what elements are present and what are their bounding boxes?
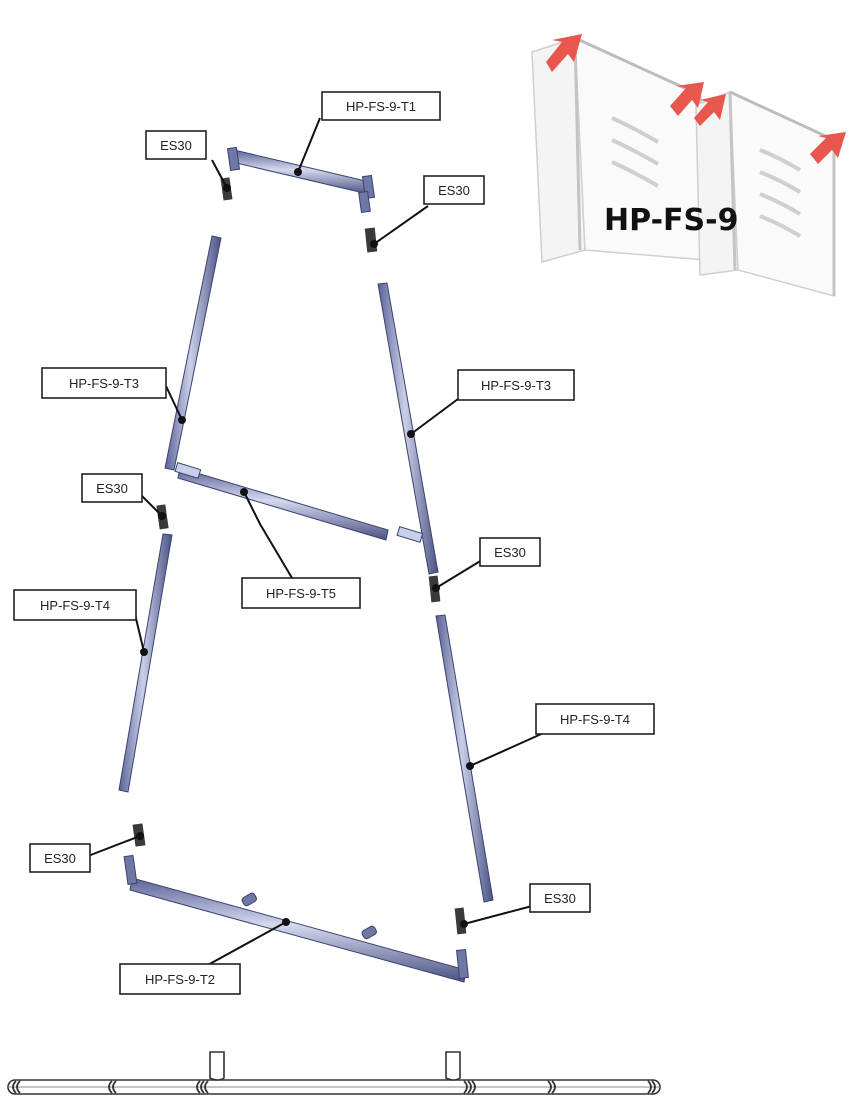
es30-connector-top-right	[364, 227, 378, 253]
callout-es30-bottom-left-label: ES30	[44, 851, 76, 866]
product-thumbnail: HP-FS-9	[531, 34, 846, 297]
tube-t3-right	[377, 282, 439, 575]
callout-es30-top-left: ES30	[145, 130, 207, 160]
callout-t5-label: HP-FS-9-T5	[266, 586, 336, 601]
callout-es30-mid-right-label: ES30	[494, 545, 526, 560]
callout-es30-bottom-right-label: ES30	[544, 891, 576, 906]
callout-es30-top-right-label: ES30	[438, 183, 470, 198]
callout-t3-left-label: HP-FS-9-T3	[69, 376, 139, 391]
lift-arrow-icons	[546, 34, 846, 164]
callout-es30-bottom-right: ES30	[529, 883, 591, 913]
arrow-icon	[694, 94, 726, 126]
callout-es30-mid-left-label: ES30	[96, 481, 128, 496]
arrow-icon	[670, 82, 704, 116]
product-title: HP-FS-9	[604, 203, 738, 238]
callout-t5: HP-FS-9-T5	[241, 577, 361, 609]
callout-t3-right: HP-FS-9-T3	[457, 369, 575, 401]
tube-t1	[226, 146, 376, 214]
tube-t3-left	[164, 235, 222, 471]
callout-t4-right-label: HP-FS-9-T4	[560, 712, 630, 727]
callout-t4-left-label: HP-FS-9-T4	[40, 598, 110, 613]
bottom-profile-view	[7, 1051, 661, 1095]
callout-t1-label: HP-FS-9-T1	[346, 99, 416, 114]
arrow-icon	[810, 132, 846, 164]
callout-t4-right: HP-FS-9-T4	[535, 703, 655, 735]
callout-t3-right-label: HP-FS-9-T3	[481, 378, 551, 393]
callout-es30-top-left-label: ES30	[160, 138, 192, 153]
leader-lines	[87, 117, 549, 967]
tube-t4-right	[435, 614, 494, 903]
exploded-frame	[118, 146, 494, 983]
callout-labels: HP-FS-9-T1 ES30 ES30 HP-FS-9-T3 HP-FS-9-…	[13, 91, 655, 995]
callout-es30-bottom-left: ES30	[29, 843, 91, 873]
tube-t5	[174, 462, 424, 543]
callout-t2: HP-FS-9-T2	[119, 963, 241, 995]
callout-t4-left: HP-FS-9-T4	[13, 589, 137, 621]
callout-t3-left: HP-FS-9-T3	[41, 367, 167, 399]
callout-es30-mid-left: ES30	[81, 473, 143, 503]
thumbnail-right-panel	[695, 90, 836, 297]
thumbnail-left-panel	[531, 36, 707, 263]
callout-es30-top-right: ES30	[423, 175, 485, 205]
callout-t2-label: HP-FS-9-T2	[145, 972, 215, 987]
callout-t1: HP-FS-9-T1	[321, 91, 441, 121]
tube-t4-left	[118, 533, 173, 793]
arrow-icon	[546, 34, 582, 72]
tube-t2	[123, 854, 469, 983]
callout-es30-mid-right: ES30	[479, 537, 541, 567]
